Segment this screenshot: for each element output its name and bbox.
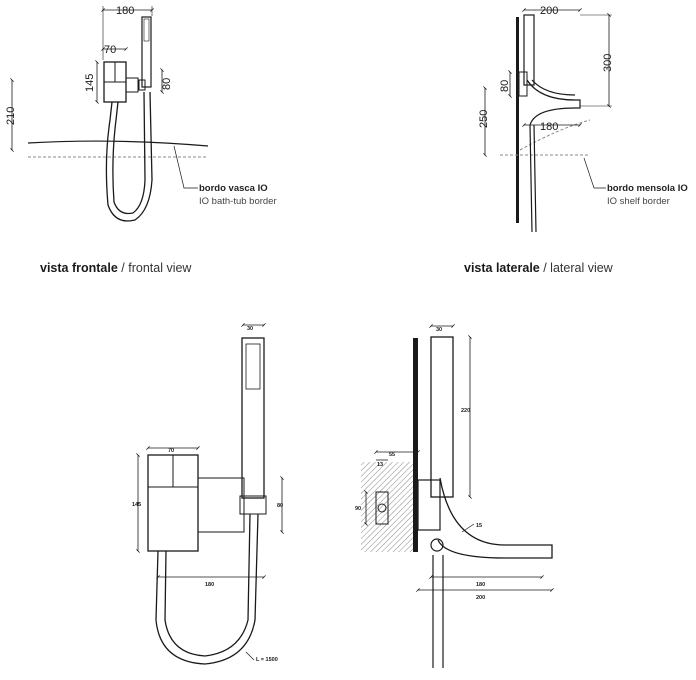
leader-shelf-border [583, 157, 606, 189]
dim-front-210: 210 [5, 107, 17, 125]
dim-tech-side-90: 90 [355, 506, 361, 512]
caption-tub-border-en: IO bath-tub border [199, 196, 277, 207]
caption-tub-border: bordo vasca IO [199, 183, 268, 194]
dim-tech-side-55: 55 [389, 452, 395, 458]
dim-side-250: 250 [478, 110, 490, 128]
front-view-drawing: 180 70 145 80 210 bordo vasca IO IO bath… [5, 5, 277, 222]
dim-front-70: 70 [104, 44, 116, 56]
tech-front-hand-shower [241, 337, 265, 499]
side-hose [526, 79, 581, 233]
side-hand-shower [523, 14, 535, 86]
hand-shower [141, 16, 152, 88]
dim-tech-front-80: 80 [277, 503, 283, 509]
dim-tech-front-180: 180 [205, 582, 214, 588]
dim-tech-front-70: 70 [168, 448, 174, 454]
dim-tech-side-200: 200 [476, 595, 485, 601]
tech-front-drawing: 30 70 145 80 180 L = 1500 [132, 323, 284, 665]
dim-front-80: 80 [161, 78, 173, 90]
dim-tech-side-180: 180 [476, 582, 485, 588]
front-view-title: vista frontale / frontal view [40, 261, 192, 275]
caption-shelf-border-en: IO shelf border [607, 196, 670, 207]
dim-tech-front-30: 30 [247, 326, 253, 332]
dim-front-145: 145 [84, 74, 96, 92]
wall-panel [516, 17, 519, 223]
caption-shelf-border: bordo mensola IO [607, 183, 688, 194]
tub-rim-line [27, 140, 209, 147]
tech-side-drawing: 30 220 55 13 90 15 180 200 [355, 324, 554, 668]
dim-side-80: 80 [499, 80, 511, 92]
dim-tech-side-30: 30 [436, 327, 442, 333]
wall-hatch [361, 462, 413, 552]
hose [105, 91, 153, 222]
dim-tech-side-220: 220 [461, 408, 470, 414]
dim-front-180: 180 [116, 5, 134, 17]
dim-tech-front-145: 145 [132, 502, 141, 508]
side-view-drawing: 200 300 80 250 180 bordo mensola IO IO s… [478, 5, 688, 233]
dim-side-300: 300 [602, 54, 614, 72]
side-view-title: vista laterale / lateral view [464, 261, 614, 275]
dim-side-180: 180 [540, 121, 558, 133]
dim-tech-side-13: 13 [377, 462, 383, 468]
dim-tech-side-r15: 15 [476, 523, 482, 529]
leader-tub-border [173, 145, 198, 189]
tech-side-hand-shower [430, 336, 454, 498]
dim-tech-front-hose: L = 1500 [256, 657, 278, 663]
dim-side-200: 200 [540, 5, 558, 17]
